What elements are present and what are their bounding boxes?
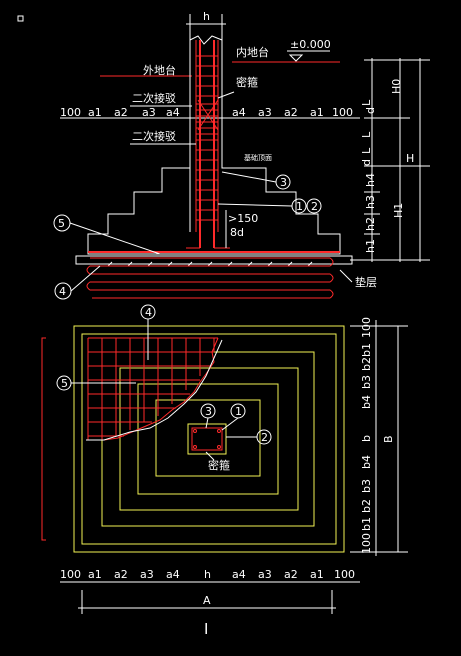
callout-3-text: 3 — [280, 176, 287, 189]
second-pour-label-1: 二次接驳 — [132, 91, 176, 105]
cushion-label: 垫层 — [355, 275, 377, 289]
plan-dim-b2-2: b2 — [360, 499, 373, 513]
plan-mesh — [86, 337, 223, 441]
dim-left-a1: a1 — [88, 106, 102, 119]
plan-bottom-a4-left: a4 — [166, 568, 180, 581]
outer-ground-label: 外地台 — [143, 63, 176, 77]
section-view: h 内地台 外地台 ±0.000 100 a1 a2 a3 a4 a4 a3 a… — [53, 10, 430, 300]
callout-5-text: 5 — [58, 217, 65, 230]
plan-bottom-a4-right: a4 — [232, 568, 246, 581]
plan-outline-4 — [119, 367, 299, 511]
callout-5-plan-text: 5 — [61, 377, 68, 390]
plan-view: 密箍 4 5 3 1 2 100 b1 b2 b3 b4 b b4 b3 b2 … — [41, 304, 408, 638]
dim-h2: h2 — [364, 217, 377, 231]
elevation-symbol — [288, 54, 304, 62]
column-reinforcement — [186, 40, 230, 249]
stirrups-label: 密箍 — [236, 75, 258, 89]
second-pour-label-2: 二次接驳 — [132, 129, 176, 143]
dim-l-1: L — [360, 99, 373, 106]
callout-3-plan-text: 3 — [205, 405, 212, 418]
plan-bottom-a3-right: a3 — [258, 568, 272, 581]
dim-left-a4: a4 — [166, 106, 180, 119]
callout-2-plan-text: 2 — [261, 431, 268, 444]
dim-right-a1: a1 — [310, 106, 324, 119]
base-mesh — [86, 251, 340, 299]
dim-left-a2: a2 — [114, 106, 128, 119]
plan-dim-b4-2: b4 — [360, 455, 373, 469]
left-bracket — [41, 337, 46, 541]
plan-dim-bottom-100: 100 — [360, 533, 373, 554]
base-section-label: 基础顶面 — [244, 153, 272, 162]
callout-2-text: 2 — [311, 200, 318, 213]
dim-H1: H1 — [392, 203, 405, 218]
plan-bottom-a3-left: a3 — [140, 568, 154, 581]
plan-dim-A: A — [203, 594, 211, 607]
plan-dim-b1-2: b1 — [360, 517, 373, 531]
corner-marker — [17, 15, 24, 22]
footing-steps — [87, 167, 341, 255]
plan-stirrups-label: 密箍 — [208, 458, 230, 472]
callout-1-text: 1 — [296, 200, 303, 213]
callout-1-plan-text: 1 — [235, 405, 242, 418]
dim-h4: h4 — [364, 173, 377, 187]
section-mark: I — [204, 620, 208, 638]
plan-outline-5 — [137, 383, 279, 495]
plan-dim-b1-1: b1 — [360, 343, 373, 357]
anchor-length-label: 8d — [230, 226, 244, 239]
dim-right-a4: a4 — [232, 106, 246, 119]
callout-4-plan-text: 4 — [145, 306, 152, 319]
dim-H: H — [406, 152, 414, 165]
plan-dim-b3-1: b3 — [360, 375, 373, 389]
dim-d-1: d — [364, 107, 377, 114]
plan-dim-b: b — [360, 435, 373, 442]
plan-dim-B: B — [382, 435, 395, 443]
dim-l-3: L — [360, 147, 373, 154]
callout-4-text: 4 — [59, 285, 66, 298]
dim-right-a2: a2 — [284, 106, 298, 119]
plan-dim-b3-2: b3 — [360, 479, 373, 493]
plan-outline-1 — [73, 325, 345, 553]
inner-ground-label: 内地台 — [236, 45, 269, 59]
plan-bottom-a1-right: a1 — [310, 568, 324, 581]
dim-l-2: L — [360, 131, 373, 138]
plan-bottom-100-right: 100 — [334, 568, 355, 581]
gt150-label: >150 — [228, 212, 258, 225]
dim-right-a3: a3 — [258, 106, 272, 119]
plan-outline-6 — [155, 399, 261, 477]
plan-bottom-h: h — [204, 568, 211, 581]
dim-left-a3: a3 — [142, 106, 156, 119]
dim-right-100: 100 — [332, 106, 353, 119]
plan-column-inner — [191, 427, 223, 451]
dim-left-100: 100 — [60, 106, 81, 119]
column-width-label: h — [203, 10, 210, 23]
dim-h1: h1 — [364, 239, 377, 253]
plan-outline-3 — [101, 351, 315, 527]
plan-bottom-a1-left: a1 — [88, 568, 102, 581]
callout-2-section — [306, 198, 322, 214]
plan-bottom-100-left: 100 — [60, 568, 81, 581]
plan-dim-b4-1: b4 — [360, 395, 373, 409]
plan-outline-2 — [81, 333, 337, 545]
plan-dim-b2-1: b2 — [360, 357, 373, 371]
dim-d-2: d — [360, 159, 373, 166]
dim-h3: h3 — [364, 195, 377, 209]
plan-bottom-a2-right: a2 — [284, 568, 298, 581]
dim-h0: H0 — [390, 79, 403, 94]
plan-bottom-a2-left: a2 — [114, 568, 128, 581]
elevation-zero-label: ±0.000 — [290, 38, 331, 51]
plan-dim-top-100: 100 — [360, 317, 373, 338]
